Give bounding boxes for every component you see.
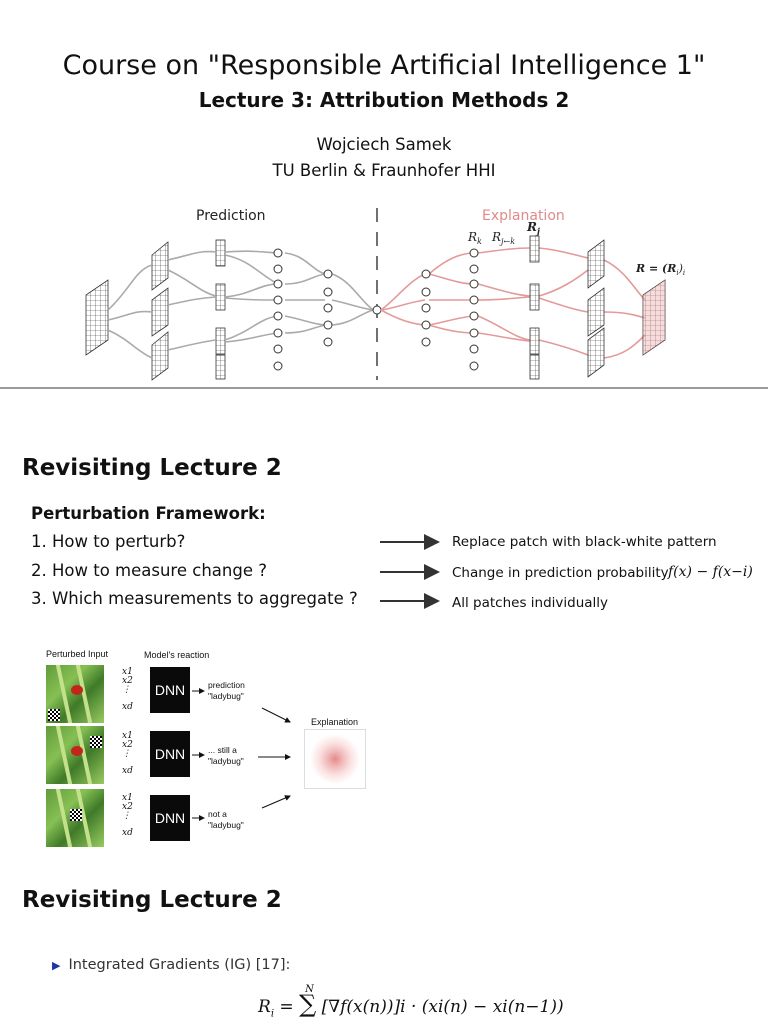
svg-text:Rk: Rk: [467, 230, 482, 246]
label-r-vector-sub2: i: [683, 269, 685, 277]
answer-arrows: [380, 534, 440, 609]
reaction-1: prediction"ladybug": [208, 680, 245, 701]
bullet-ig: ▶ Integrated Gradients (IG) [17]:: [52, 957, 290, 973]
label-rk-sub: k: [477, 237, 482, 246]
explanation-neurons: [421, 248, 479, 371]
course-title: Course on "Responsible Artificial Intell…: [62, 50, 706, 81]
label-r-vector-sub: i: [676, 269, 678, 277]
prediction-label: Prediction: [196, 208, 266, 224]
question-1: 1. How to perturb?: [31, 532, 186, 551]
svg-text:R = (Ri)i: R = (Ri)i: [635, 262, 685, 277]
perturbed-image-1: [46, 665, 104, 723]
label-rjk: R: [491, 230, 501, 244]
slide2-heading: Revisiting Lecture 2: [22, 887, 282, 913]
reaction-3: not a"ladybug": [208, 809, 244, 830]
ig-formula: Ri = ∑N [∇f(x(n))]i · (xi(n) − xi(n−1)): [258, 984, 564, 1020]
lecture-title: Lecture 3: Attribution Methods 2: [198, 88, 570, 112]
label-rjk-sub: j←k: [499, 237, 515, 246]
figure-arrows: [192, 688, 291, 821]
perturbed-image-3: [46, 789, 104, 847]
svg-text:Rj←k: Rj←k: [491, 230, 515, 246]
prediction-neurons: [273, 248, 382, 371]
answer-2-formula: f(x) − f(x−i): [668, 564, 753, 580]
reaction-2: ... still a"ladybug": [208, 745, 244, 766]
perturbed-input-label: Perturbed Input: [46, 649, 109, 659]
question-3: 3. Which measurements to aggregate ?: [31, 589, 358, 608]
answer-2: Change in prediction probability: [452, 565, 669, 581]
reaction-label: Model's reaction: [144, 650, 210, 660]
dnn-box-2: DNN: [150, 731, 190, 777]
explanation-connections: [380, 247, 646, 359]
input-maps: [85, 239, 226, 381]
author-affiliation: TU Berlin & Fraunhofer HHI: [272, 161, 496, 180]
framework-title: Perturbation Framework:: [31, 504, 266, 523]
dnn-box-1: DNN: [150, 667, 190, 713]
relevance-labels: Rk Rj←k Rj R = (Ri)i: [467, 220, 685, 277]
lrp-diagram: Prediction Explanation: [85, 208, 685, 381]
author-name: Wojciech Samek: [316, 135, 452, 154]
section-divider: [0, 387, 768, 389]
label-r-vector: R = (R: [635, 262, 676, 275]
bullet-ig-text: Integrated Gradients (IG) [17]:: [68, 957, 291, 973]
slide1-heading: Revisiting Lecture 2: [22, 455, 282, 481]
explanation-heatmap: [304, 729, 366, 789]
explanation-maps: [529, 235, 666, 380]
svg-text:Rj: Rj: [526, 220, 540, 236]
explanation-label: Explanation: [482, 208, 565, 224]
perturbed-image-2: [46, 726, 104, 784]
answer-1: Replace patch with black-white pattern: [452, 534, 717, 550]
prediction-connections: [107, 250, 374, 359]
question-2: 2. How to measure change ?: [31, 561, 267, 580]
explanation-fig-label: Explanation: [311, 717, 359, 727]
label-rj-sub: j: [535, 226, 540, 236]
label-r-vector-end: ): [678, 262, 683, 275]
bullet-triangle-icon: ▶: [52, 959, 61, 972]
label-rj: R: [526, 220, 537, 234]
answer-3: All patches individually: [452, 595, 609, 611]
dnn-box-3: DNN: [150, 795, 190, 841]
label-rk: R: [467, 230, 477, 244]
author-block: Wojciech Samek TU Berlin & Fraunhofer HH…: [0, 132, 768, 184]
